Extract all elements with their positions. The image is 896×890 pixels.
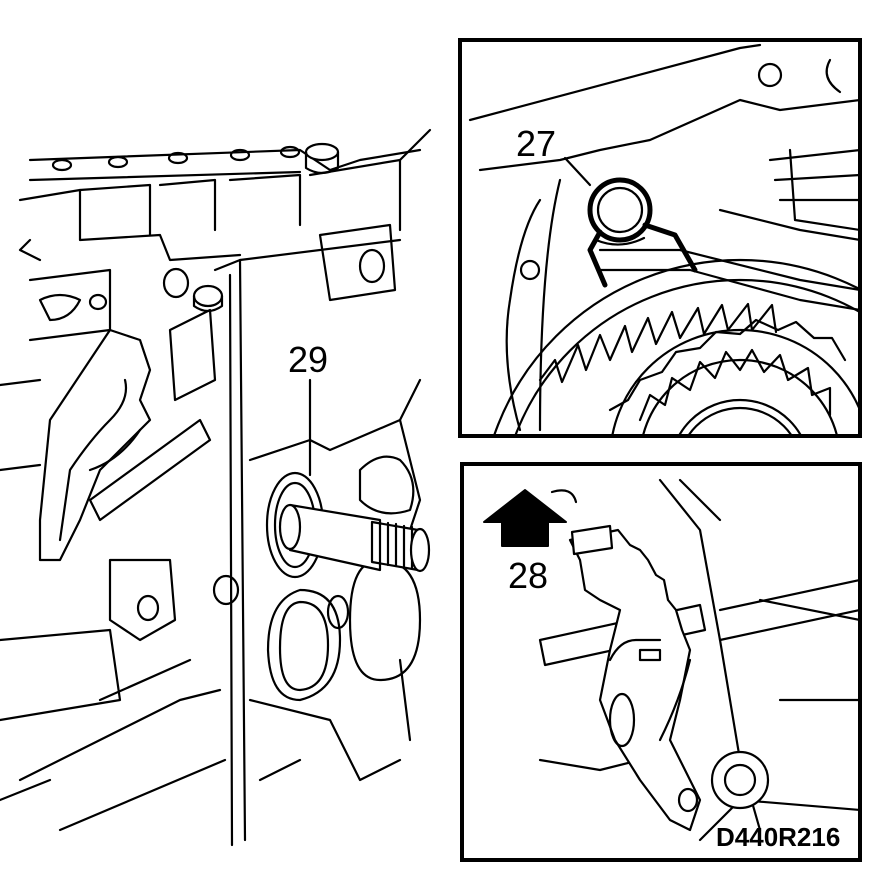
center-gear <box>638 348 838 434</box>
callout-27: 27 <box>516 123 556 164</box>
callout-29: 29 <box>288 339 328 380</box>
selector-lever <box>568 528 702 832</box>
output-shaft <box>265 471 431 579</box>
inner-gear <box>608 318 858 434</box>
arrow-up-icon <box>483 489 567 547</box>
ring-gear <box>493 258 858 434</box>
leader-line-27 <box>563 156 592 187</box>
inset-bottom-detail: 28 D440R216 <box>460 462 862 862</box>
main-housing-drawing: 29 <box>0 128 432 847</box>
spring <box>587 177 698 288</box>
callout-28: 28 <box>508 555 548 596</box>
reference-code: D440R216 <box>716 822 840 852</box>
top-bolt-holes <box>51 145 301 172</box>
inset-top-detail: 27 <box>458 38 862 438</box>
